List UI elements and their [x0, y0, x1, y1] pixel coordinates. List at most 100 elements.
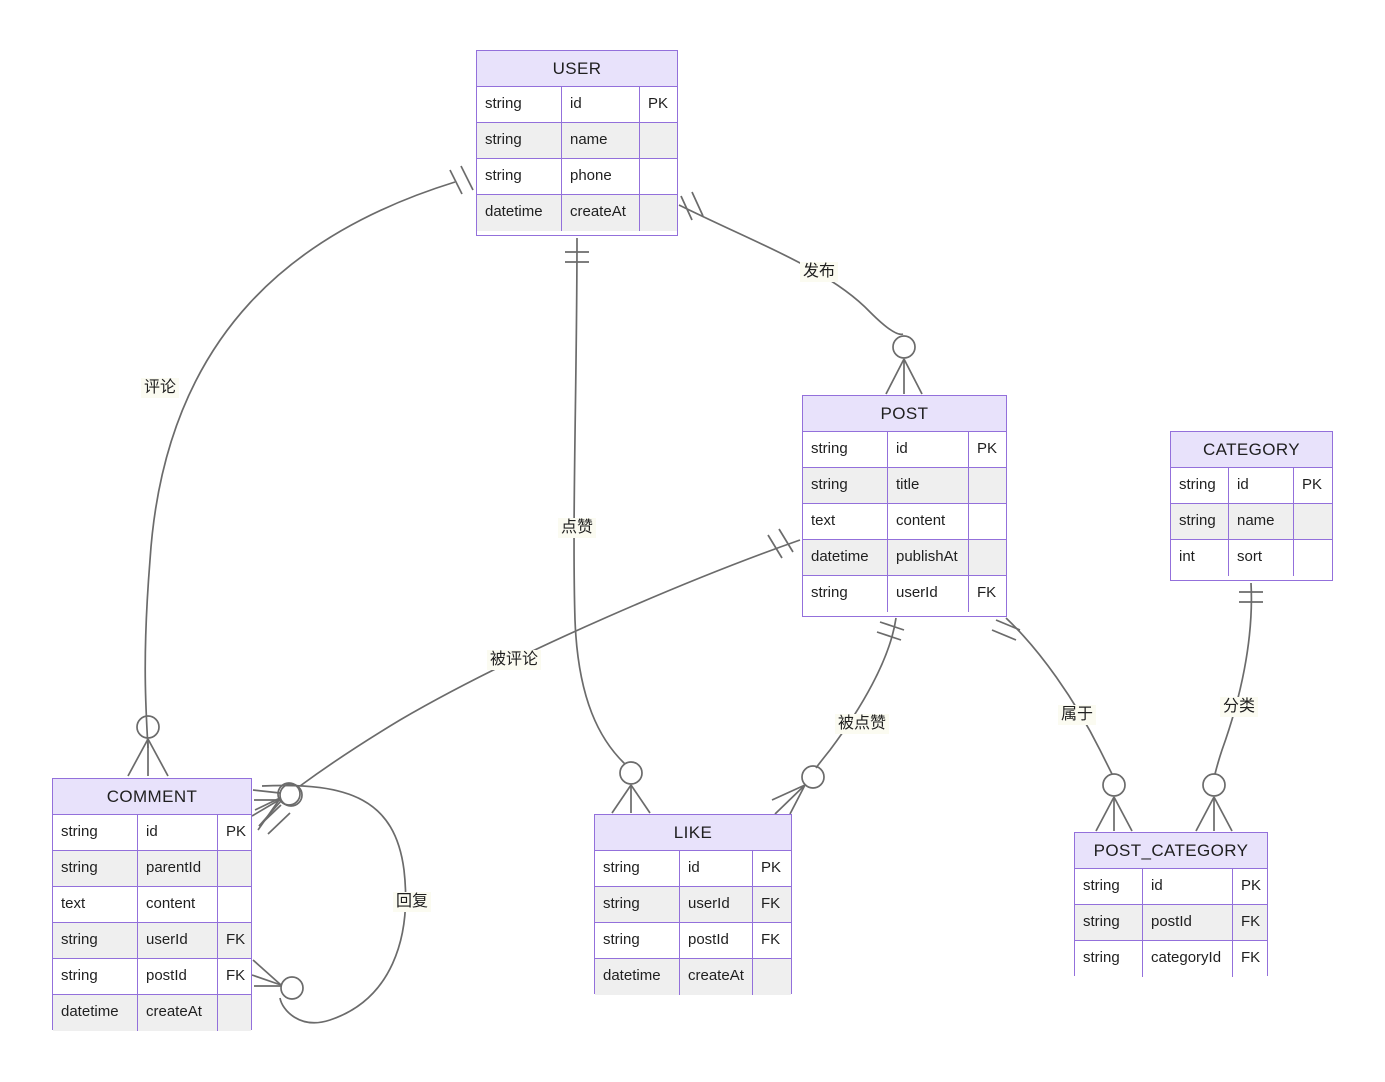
attribute-type: string — [1171, 504, 1229, 539]
attribute-type: string — [1171, 468, 1229, 503]
attribute-key: FK — [1241, 949, 1261, 966]
attribute-type: string — [477, 123, 562, 158]
entity-title-user: USER — [477, 51, 677, 87]
attribute-key: PK — [761, 859, 782, 876]
attribute-type: string — [477, 159, 562, 194]
relationship-label-category-post_category: 分类 — [1219, 697, 1259, 717]
attribute-name: postId — [1143, 905, 1233, 940]
attribute-name: postId — [680, 923, 753, 958]
attribute-type: string — [803, 432, 888, 467]
attribute-name: sort — [1229, 540, 1294, 576]
relationship-comment-comment-self[interactable] — [251, 783, 407, 1024]
attribute-key — [218, 851, 251, 886]
attribute-type: string — [595, 887, 680, 922]
relationship-label-post-post_category: 属于 — [1057, 705, 1097, 725]
attribute-type: int — [1171, 540, 1229, 576]
relationship-label-user-comment: 评论 — [140, 378, 180, 398]
relationship-user-post[interactable] — [678, 191, 923, 395]
attribute-key: PK — [1241, 877, 1262, 894]
attribute-key — [969, 540, 1006, 575]
attribute-name: phone — [562, 159, 640, 194]
relationship-post-comment[interactable] — [251, 528, 801, 831]
attribute-key — [218, 887, 251, 922]
entity-title-comment: COMMENT — [53, 779, 251, 815]
attribute-name: name — [1229, 504, 1294, 539]
attribute-key: FK — [226, 967, 246, 984]
attribute-name: id — [888, 432, 969, 467]
attribute-type: string — [53, 851, 138, 886]
attribute-type: text — [803, 504, 888, 539]
attribute-type: string — [53, 923, 138, 958]
attribute-name: createAt — [562, 195, 640, 231]
attribute-type: string — [803, 576, 888, 612]
attribute-name: publishAt — [888, 540, 969, 575]
attribute-type: string — [1075, 941, 1143, 977]
attribute-name: title — [888, 468, 969, 503]
relationship-label-post-like: 被点赞 — [834, 714, 890, 734]
attribute-key: PK — [977, 440, 998, 457]
relationship-user-comment[interactable] — [127, 165, 474, 777]
attribute-type: datetime — [595, 959, 680, 995]
entity-title-like: LIKE — [595, 815, 791, 851]
attribute-type: datetime — [53, 995, 138, 1031]
attribute-key — [640, 159, 677, 194]
attribute-name: postId — [138, 959, 218, 994]
attribute-name: id — [1143, 869, 1233, 904]
attribute-key — [969, 468, 1006, 503]
relationship-label-user-like: 点赞 — [557, 518, 597, 538]
entity-title-post_category: POST_CATEGORY — [1075, 833, 1267, 869]
attribute-type: string — [595, 851, 680, 886]
attribute-type: string — [53, 815, 138, 850]
attribute-key: PK — [226, 823, 247, 840]
attribute-name: id — [138, 815, 218, 850]
attribute-type: text — [53, 887, 138, 922]
relationship-label-post-comment: 被评论 — [486, 650, 542, 670]
attribute-name: userId — [680, 887, 753, 922]
attribute-key: FK — [761, 895, 781, 912]
attribute-key — [969, 504, 1006, 539]
attribute-name: id — [1229, 468, 1294, 503]
attribute-key: PK — [1302, 476, 1323, 493]
attribute-key — [1294, 504, 1332, 539]
relationship-label-comment-comment: 回复 — [392, 892, 432, 912]
attribute-type: string — [595, 923, 680, 958]
attribute-type: string — [803, 468, 888, 503]
attribute-key — [640, 195, 677, 231]
attribute-name: content — [888, 504, 969, 539]
entity-title-category: CATEGORY — [1171, 432, 1332, 468]
attribute-name: id — [680, 851, 753, 886]
attribute-type: datetime — [477, 195, 562, 231]
attribute-type: string — [1075, 905, 1143, 940]
attribute-name: categoryId — [1143, 941, 1233, 977]
attribute-key: FK — [226, 931, 246, 948]
attribute-name: createAt — [138, 995, 218, 1031]
attribute-type: datetime — [803, 540, 888, 575]
attribute-type: string — [477, 87, 562, 122]
